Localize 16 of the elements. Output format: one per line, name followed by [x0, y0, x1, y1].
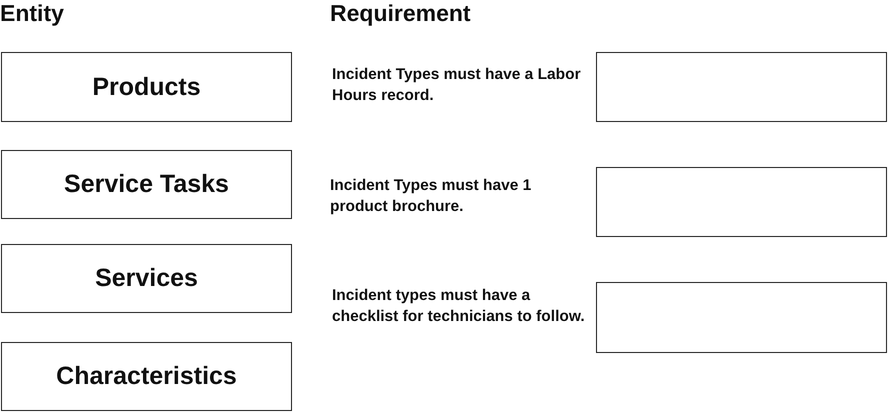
entity-box — [1, 244, 292, 313]
entity-box — [1, 52, 292, 122]
entity-name: Services — [95, 264, 198, 293]
requirement-text: Incident Types must have a Labor Hours record. — [332, 65, 582, 106]
entity-name: Characteristics — [56, 362, 237, 391]
entity-box — [1, 342, 292, 411]
entity-name: Service Tasks — [64, 170, 229, 199]
answer-box — [596, 282, 887, 353]
requirement-text: Incident types must have a checklist for technicians to follow. — [332, 286, 586, 327]
answer-box — [596, 52, 887, 122]
column-heading: Requirement — [330, 0, 471, 27]
entity-name: Products — [92, 72, 201, 102]
answer-box — [596, 167, 887, 237]
requirement-text: Incident Types must have 1 product brochure. — [330, 176, 532, 217]
column-heading: Entity — [0, 0, 64, 27]
entity-box — [1, 150, 292, 219]
